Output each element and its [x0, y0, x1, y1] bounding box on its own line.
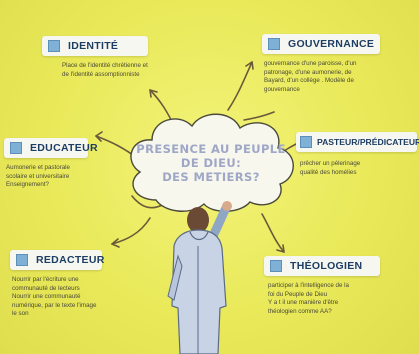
square-icon	[48, 40, 60, 52]
desc-line: scolaire et universitaire	[6, 172, 70, 180]
square-icon	[10, 142, 22, 154]
desc-line: qualité des homélies	[300, 168, 357, 176]
desc-gouvernance: gouvernance d'une paroisse, d'un patrona…	[264, 60, 357, 94]
label-pasteur: PASTEUR/PRÉDICATEUR	[317, 137, 419, 147]
label-identite: IDENTITÉ	[68, 40, 119, 52]
desc-line: Bayard, d'un collège . Modèle de	[264, 77, 354, 85]
desc-theologien: participer à l'intelligence de la foi du…	[268, 282, 349, 316]
desc-line: numérique, par le texte l'image	[12, 301, 97, 309]
desc-line: Aumonerie et pastorale	[6, 164, 70, 171]
desc-line: patronage, d'une aumonerie, de	[264, 68, 352, 76]
card-pasteur: PASTEUR/PRÉDICATEUR	[296, 132, 419, 152]
label-educateur: EDUCATEUR	[30, 142, 98, 154]
desc-pasteur: prêcher un pèlerinage qualité des homéli…	[300, 160, 360, 177]
desc-educateur: Aumonerie et pastorale scolaire et unive…	[6, 164, 70, 190]
arrow-right-high	[243, 111, 275, 121]
center-title: PRESENCE AU PEUPLE DE DIEU: DES METIERS?	[126, 142, 296, 184]
thought-cloud	[130, 113, 294, 212]
center-title-line1: PRESENCE AU PEUPLE	[136, 142, 286, 156]
center-title-line3: DES METIERS?	[162, 170, 260, 184]
center-title-line2: DE DIEU:	[180, 156, 242, 170]
desc-line: le son	[12, 310, 29, 318]
label-redacteur: REDACTEUR	[36, 254, 105, 266]
arrow-redacteur	[111, 217, 151, 245]
desc-line: Enseignement?	[6, 181, 49, 189]
arrow-theologien	[261, 213, 285, 253]
square-icon	[268, 38, 280, 50]
desc-line: de l'identité assomptionniste	[62, 70, 140, 78]
card-educateur: EDUCATEUR	[4, 138, 98, 158]
card-identite: IDENTITÉ	[42, 36, 148, 56]
square-icon	[270, 260, 282, 272]
desc-line: prêcher un pèlerinage	[300, 160, 361, 167]
desc-line: Y a t il une manière d'être	[268, 299, 339, 307]
square-icon	[300, 136, 312, 148]
desc-identite: Place de l'identité chrétienne et de l'i…	[62, 62, 148, 79]
square-icon	[16, 254, 28, 266]
desc-line: Nourrir par l'écriture une	[12, 276, 79, 283]
desc-line: Nourrir une communauté	[12, 293, 81, 301]
card-redacteur: REDACTEUR	[10, 250, 105, 270]
label-theologien: THÉOLOGIEN	[290, 260, 363, 272]
desc-line: communauté de lecteurs	[12, 284, 80, 292]
desc-redacteur: Nourrir par l'écriture une communauté de…	[12, 276, 96, 319]
desc-line: théologien comme AA?	[268, 307, 332, 315]
card-gouvernance: GOUVERNANCE	[262, 34, 380, 54]
card-theologien: THÉOLOGIEN	[264, 256, 380, 276]
desc-line: foi du Peuple de Dieu	[268, 290, 328, 298]
label-gouvernance: GOUVERNANCE	[288, 38, 375, 50]
person-illustration	[167, 201, 232, 354]
desc-line: participer à l'intelligence de la	[268, 282, 349, 289]
desc-line: gouvernance d'une paroisse, d'un	[264, 60, 357, 67]
arrow-gouvernance	[227, 61, 253, 111]
desc-line: gouvernance	[264, 85, 300, 93]
desc-line: Place de l'identité chrétienne et	[62, 62, 148, 69]
